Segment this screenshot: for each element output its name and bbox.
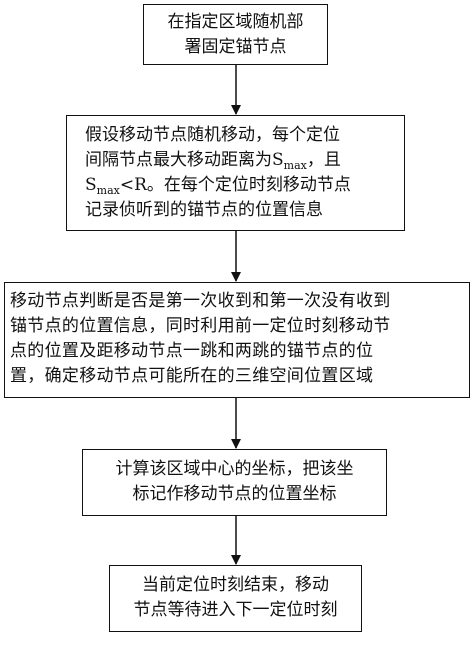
step-1-line-1: 在指定区域随机部 [167, 12, 304, 32]
step-5-line-1: 当前定位时刻结束，移动 [142, 575, 329, 595]
step-3-line-3: 点的位置及距移动节点一跳和两跳的锚节点的位 [10, 341, 374, 361]
step-2-box: 假设移动节点随机移动，每个定位 间隔节点最大移动距离为Smax，且 Smax<R… [66, 115, 405, 231]
step-2-line-2: 间隔节点最大移动距离为Smax，且 [85, 148, 404, 173]
step-1-line-2: 署固定锚节点 [184, 37, 287, 57]
step-4-line-1: 计算该区域中心的坐标，把该坐 [115, 459, 354, 479]
step-2-line-3-subscript: max [96, 184, 120, 197]
step-4-box: 计算该区域中心的坐标，把该坐 标记作移动节点的位置坐标 [82, 449, 387, 516]
step-2-line-2-tail: ，且 [306, 150, 341, 170]
step-2-line-3: Smax<R。在每个定位时刻移动节点 [85, 173, 404, 198]
step-5-box: 当前定位时刻结束，移动 节点等待进入下一定位时刻 [109, 565, 362, 632]
step-2-line-4: 记录侦听到的锚节点的位置信息 [85, 200, 323, 220]
step-3-line-1: 移动节点判断是否是第一次收到和第一次没有收到 [10, 291, 391, 311]
step-2-line-2-text: 间隔节点最大移动距离为S [85, 150, 284, 170]
step-3-line-2: 锚节点的位置信息，同时利用前一定位时刻移动节 [10, 316, 391, 336]
step-5-line-2: 节点等待进入下一定位时刻 [133, 600, 338, 620]
step-4-line-2: 标记作移动节点的位置坐标 [132, 484, 337, 504]
step-2-line-3-text: S [85, 175, 97, 195]
step-3-box: 移动节点判断是否是第一次收到和第一次没有收到 锚节点的位置信息，同时利用前一定位… [4, 282, 470, 398]
step-2-line-1: 假设移动节点随机移动，每个定位 [85, 125, 340, 145]
step-1-box: 在指定区域随机部 署固定锚节点 [143, 4, 328, 65]
step-2-line-3-tail: <R。在每个定位时刻移动节点 [119, 175, 351, 195]
step-2-line-2-subscript: max [283, 159, 307, 172]
step-3-line-4: 置，确定移动节点可能所在的三维空间位置区域 [10, 366, 374, 386]
